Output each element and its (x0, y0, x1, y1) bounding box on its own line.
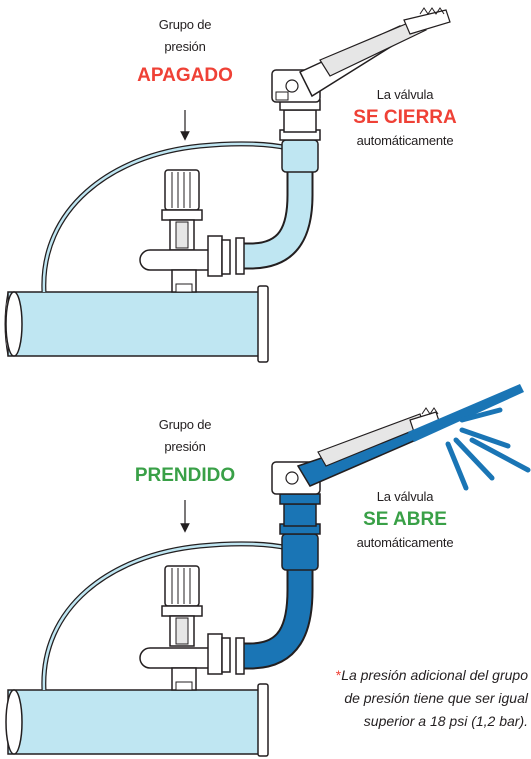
top-valve (279, 99, 321, 173)
water-spray (445, 407, 531, 491)
pressure-note: *La presión adicional del grupo de presi… (300, 664, 528, 733)
note-line2: de presión tiene que ser igual (344, 690, 528, 706)
bottom-pump-line1: Grupo de (158, 417, 212, 432)
top-main-pipe (4, 285, 269, 363)
top-pump-label: Grupo de presión APAGADO (125, 14, 245, 88)
top-valve-label: La válvula SE CIERRA automáticamente (330, 84, 480, 152)
bottom-valve-state: SE ABRE (363, 509, 447, 530)
bottom-valve-line3: automáticamente (356, 535, 454, 550)
top-pump-line2: presión (164, 39, 206, 54)
bottom-pump-label: Grupo de presión PRENDIDO (125, 414, 245, 488)
bottom-pump (139, 565, 231, 691)
bottom-main-pipe (5, 683, 269, 757)
bottom-pump-line2: presión (164, 439, 206, 454)
top-panel (4, 7, 451, 363)
note-line1-text: La presión adicional del grupo (341, 667, 528, 683)
bottom-sprinkler (271, 407, 441, 495)
bottom-valve (279, 493, 321, 571)
top-valve-line3: automáticamente (356, 133, 454, 148)
note-asterisk: * (335, 667, 342, 683)
top-valve-line1: La válvula (376, 87, 434, 102)
bottom-valve-label: La válvula SE ABRE automáticamente (330, 486, 480, 554)
water-jet (408, 384, 524, 442)
bottom-valve-line1: La válvula (376, 489, 434, 504)
note-line3: superior a 18 psi (1,2 bar). (363, 713, 528, 729)
bottom-pump-state: PRENDIDO (134, 465, 236, 486)
top-valve-state: SE CIERRA (353, 107, 457, 128)
top-sprinkler (271, 7, 451, 103)
top-pump (139, 169, 231, 293)
bottom-panel (5, 384, 531, 757)
top-pump-state: APAGADO (137, 65, 233, 86)
note-line1: *La presión adicional del grupo (300, 664, 528, 687)
top-pump-line1: Grupo de (158, 17, 212, 32)
